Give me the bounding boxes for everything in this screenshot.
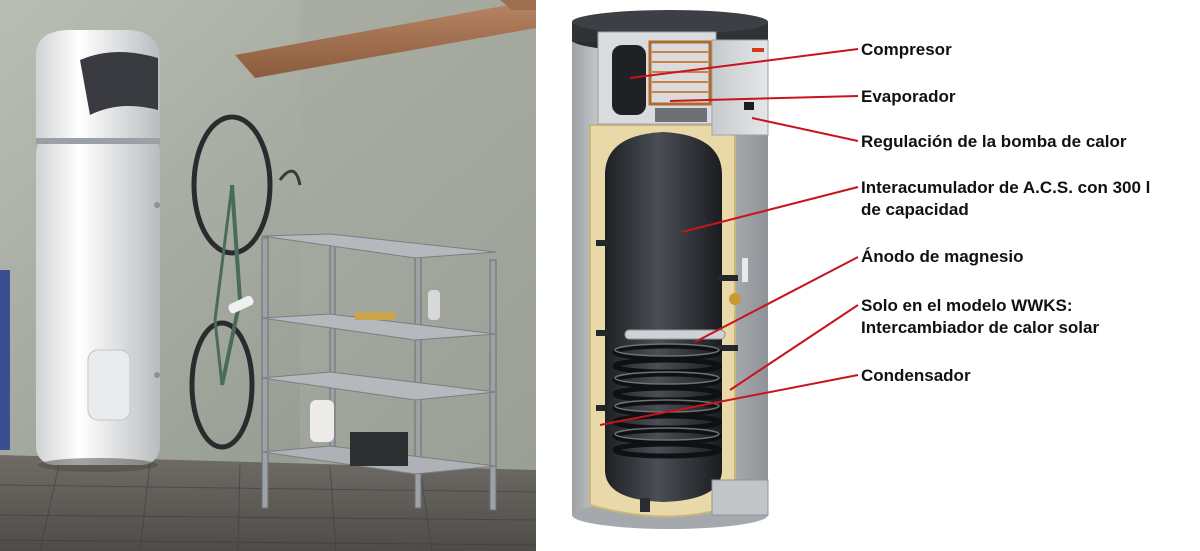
label-regulacion-text: Regulación de la bomba de calor: [861, 132, 1127, 151]
label-compresor-text: Compresor: [861, 40, 952, 59]
leader-intercambiador: [729, 304, 859, 391]
label-solo-line2: Intercambiador de calor solar: [861, 318, 1100, 337]
label-solo-wwks: Solo en el modelo WWKS: Intercambiador d…: [861, 295, 1099, 339]
metal-shelf: [261, 233, 497, 511]
label-interacumulador: Interacumulador de A.C.S. con 300 l de c…: [861, 177, 1150, 221]
magnesium-anode: [624, 329, 726, 340]
label-condensador: Condensador: [861, 365, 971, 387]
garage-photo: [0, 0, 536, 551]
leader-regulacion: [751, 117, 859, 142]
label-interacumulador-line2: de capacidad: [861, 200, 969, 219]
label-compresor: Compresor: [861, 39, 952, 61]
compressor-compartment: [597, 31, 717, 125]
bicycle: [189, 114, 302, 450]
leader-evaporador: [669, 95, 859, 102]
label-regulacion: Regulación de la bomba de calor: [861, 131, 1126, 153]
leader-compresor: [629, 48, 859, 79]
label-anodo-text: Ánodo de magnesio: [861, 247, 1024, 266]
leader-condensador: [599, 374, 859, 426]
cutaway-diagram: [572, 10, 769, 529]
label-condensador-text: Condensador: [861, 366, 971, 385]
solar-heat-exchanger-coil: [612, 343, 722, 459]
label-evaporador-text: Evaporador: [861, 87, 956, 106]
label-evaporador: Evaporador: [861, 86, 955, 108]
leader-anodo: [694, 256, 859, 343]
label-solo-line1: Solo en el modelo WWKS:: [861, 296, 1073, 315]
label-anodo: Ánodo de magnesio: [861, 246, 1023, 268]
ceiling-beam: [235, 0, 536, 78]
leader-interacumulador: [681, 186, 859, 233]
heat-pump-water-heater: [36, 30, 160, 472]
label-interacumulador-line1: Interacumulador de A.C.S. con 300 l: [861, 178, 1151, 197]
inner-tank: [605, 132, 722, 512]
